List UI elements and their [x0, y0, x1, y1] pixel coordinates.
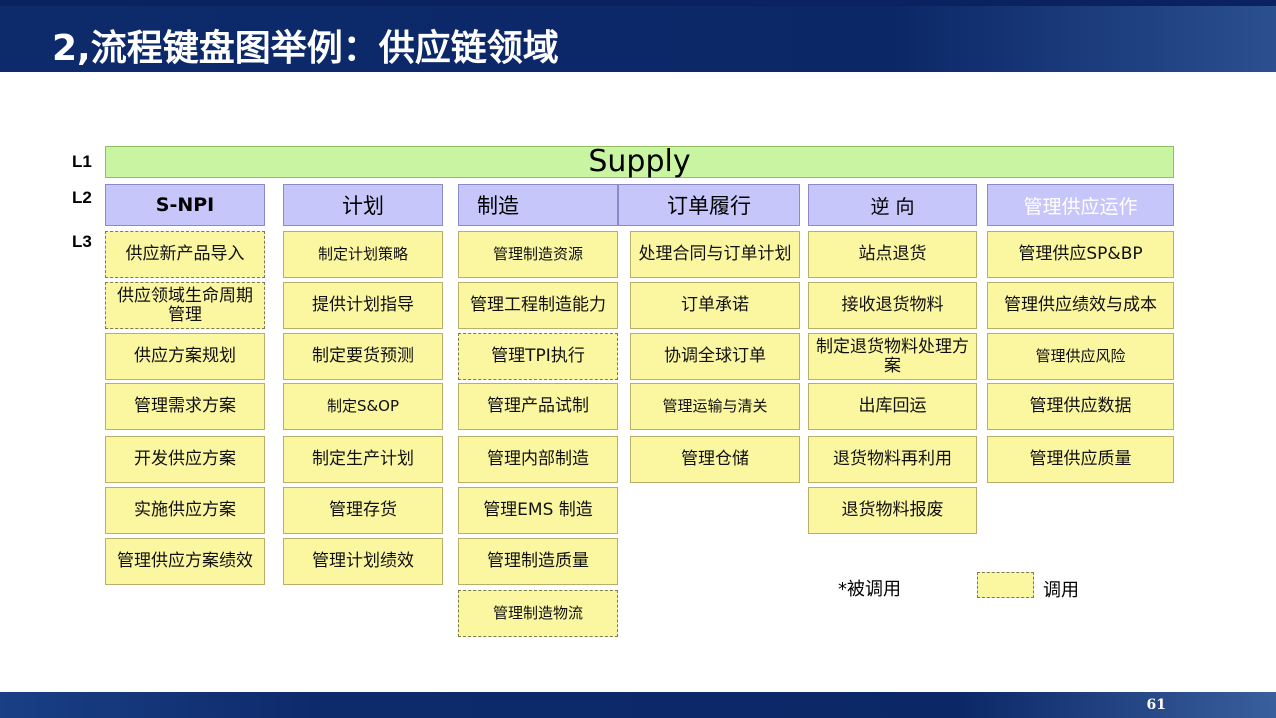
l3-item-plan-1: 制定计划策略 — [283, 231, 443, 278]
l3-item-plan-3: 制定要货预测 — [283, 333, 443, 380]
l3-item-order-2: 订单承诺 — [630, 282, 800, 329]
l3-item-reverse-3: 制定退货物料处理方案 — [808, 333, 977, 380]
l3-item-mfg-5: 管理内部制造 — [458, 436, 618, 483]
l3-item-reverse-1: 站点退货 — [808, 231, 977, 278]
l3-item-s-npi-3: 供应方案规划 — [105, 333, 265, 380]
l3-item-ops-5: 管理供应质量 — [987, 436, 1174, 483]
l3-item-ops-2: 管理供应绩效与成本 — [987, 282, 1174, 329]
l3-item-plan-7: 管理计划绩效 — [283, 538, 443, 585]
level-label-l1: L1 — [72, 152, 92, 171]
l1-supply-label: Supply — [588, 144, 691, 179]
l3-item-reverse-2: 接收退货物料 — [808, 282, 977, 329]
l3-item-plan-4: 制定S&OP — [283, 383, 443, 430]
l3-item-mfg-3: 管理TPI执行 — [458, 333, 618, 380]
l2-header-manage-supply-ops: 管理供应运作 — [987, 184, 1174, 226]
title-banner-strip — [0, 0, 1276, 6]
level-label-l2: L2 — [72, 188, 92, 207]
l3-item-order-1: 处理合同与订单计划 — [630, 231, 800, 278]
level-label-l3: L3 — [72, 232, 92, 251]
legend-called-by: *被调用 — [838, 579, 901, 600]
l2-header-reverse: 逆 向 — [808, 184, 977, 226]
l3-item-s-npi-6: 实施供应方案 — [105, 487, 265, 534]
legend-calls: 调用 — [1043, 580, 1079, 601]
l2-header-s-npi: S-NPI — [105, 184, 265, 226]
l1-supply-bar: Supply — [105, 146, 1174, 178]
l3-item-reverse-6: 退货物料报废 — [808, 487, 977, 534]
title-banner: 2,流程键盘图举例：供应链领域 — [0, 0, 1276, 72]
l3-item-mfg-4: 管理产品试制 — [458, 383, 618, 430]
l3-item-reverse-5: 退货物料再利用 — [808, 436, 977, 483]
l2-header-plan: 计划 — [283, 184, 443, 226]
l3-item-mfg-6: 管理EMS 制造 — [458, 487, 618, 534]
l3-item-ops-4: 管理供应数据 — [987, 383, 1174, 430]
page-number: 61 — [1146, 697, 1166, 713]
l3-item-mfg-2: 管理工程制造能力 — [458, 282, 618, 329]
l3-item-reverse-4: 出库回运 — [808, 383, 977, 430]
l3-item-mfg-7: 管理制造质量 — [458, 538, 618, 585]
page-title: 2,流程键盘图举例：供应链领域 — [52, 28, 559, 69]
footer-bar: 61 — [0, 692, 1276, 718]
l3-item-ops-3: 管理供应风险 — [987, 333, 1174, 380]
l3-item-mfg-8: 管理制造物流 — [458, 590, 618, 637]
l3-item-plan-5: 制定生产计划 — [283, 436, 443, 483]
l2-header-order-fulfillment: 订单履行 — [618, 184, 800, 226]
l3-item-order-4: 管理运输与清关 — [630, 383, 800, 430]
l3-item-mfg-1: 管理制造资源 — [458, 231, 618, 278]
l3-item-order-3: 协调全球订单 — [630, 333, 800, 380]
l3-item-order-5: 管理仓储 — [630, 436, 800, 483]
l2-header-manufacture: 制造 — [458, 184, 618, 226]
legend-dashed-swatch — [977, 572, 1034, 598]
l3-item-s-npi-4: 管理需求方案 — [105, 383, 265, 430]
l3-item-ops-1: 管理供应SP&BP — [987, 231, 1174, 278]
l3-item-s-npi-5: 开发供应方案 — [105, 436, 265, 483]
l3-item-s-npi-1: 供应新产品导入 — [105, 231, 265, 278]
l3-item-s-npi-7: 管理供应方案绩效 — [105, 538, 265, 585]
l3-item-plan-2: 提供计划指导 — [283, 282, 443, 329]
l3-item-s-npi-2: 供应领域生命周期管理 — [105, 282, 265, 329]
l3-item-plan-6: 管理存货 — [283, 487, 443, 534]
